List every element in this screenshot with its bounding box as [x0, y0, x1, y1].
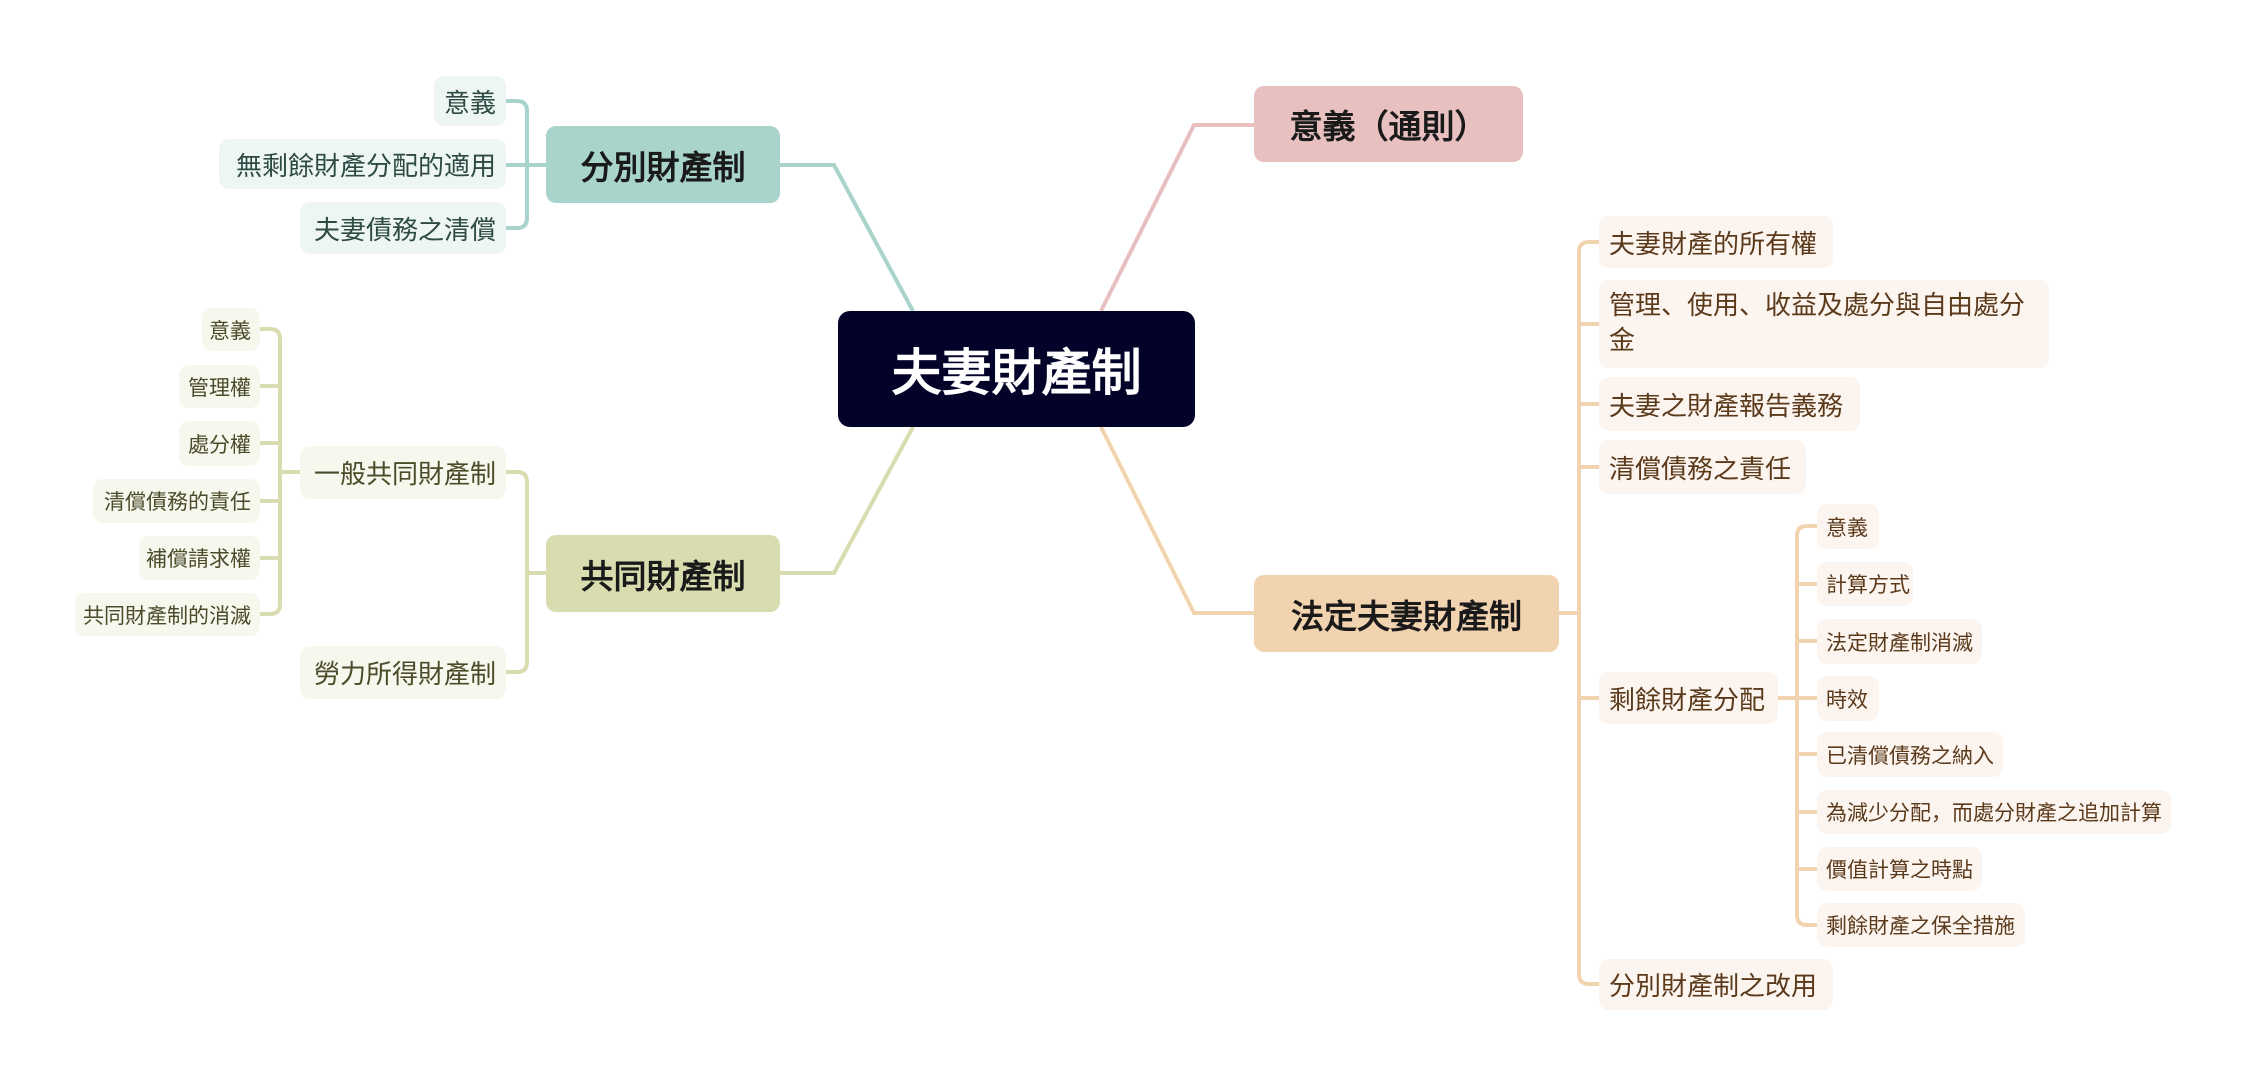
subtopic-ownership[interactable]: 夫妻財產的所有權: [1599, 216, 1833, 268]
statutory-connectors: [1099, 240, 1817, 986]
leaf-disposal-right[interactable]: 處分權: [179, 421, 260, 466]
subtopic-debt-responsibility[interactable]: 清償債務之責任: [1599, 440, 1806, 494]
leaf-compensation-claim[interactable]: 補償請求權: [139, 536, 260, 580]
topic-statutory-property[interactable]: 法定夫妻財產制: [1254, 575, 1559, 652]
subtopic-management-use[interactable]: 管理、使用、收益及處分與自由處分金: [1599, 280, 2049, 368]
leaf-community-termination[interactable]: 共同財產制的消滅: [75, 593, 260, 636]
leaf-repaid-debt-inclusion[interactable]: 已清償債務之納入: [1817, 732, 2003, 777]
leaf-preservation-measures[interactable]: 剩餘財產之保全措施: [1817, 903, 2025, 947]
topic-community-property[interactable]: 共同財產制: [546, 535, 780, 612]
leaf-debt-liability[interactable]: 清償債務的責任: [93, 479, 260, 523]
community-connectors: [260, 327, 915, 674]
leaf-limitation-period[interactable]: 時效: [1817, 676, 1879, 721]
separate-connectors: [506, 99, 915, 312]
leaf-management-right[interactable]: 管理權: [179, 365, 260, 408]
leaf-surplus-meaning[interactable]: 意義: [1817, 504, 1879, 549]
subtopic-change-to-separate[interactable]: 分別財產制之改用: [1599, 959, 1833, 1010]
subtopic-general-community[interactable]: 一般共同財產制: [300, 446, 506, 499]
subtopic-spouse-debt-repayment[interactable]: 夫妻債務之清償: [300, 202, 506, 254]
topic-separate-property[interactable]: 分別財產制: [546, 126, 780, 203]
leaf-general-meaning[interactable]: 意義: [202, 308, 260, 351]
leaf-statutory-termination[interactable]: 法定財產制消滅: [1817, 619, 1982, 664]
topic-meaning-general[interactable]: 意義（通則）: [1254, 86, 1523, 162]
leaf-additional-calculation[interactable]: 為減少分配，而處分財產之追加計算: [1817, 790, 2171, 834]
subtopic-separate-meaning[interactable]: 意義: [434, 76, 506, 126]
subtopic-report-duty[interactable]: 夫妻之財產報告義務: [1599, 377, 1860, 431]
subtopic-labor-income[interactable]: 勞力所得財產制: [300, 646, 506, 699]
leaf-calculation-method[interactable]: 計算方式: [1817, 562, 1913, 606]
meaning-connector: [1099, 123, 1254, 312]
subtopic-no-surplus-distribution[interactable]: 無剩餘財產分配的適用: [219, 139, 506, 189]
root-topic[interactable]: 夫妻財產制: [838, 311, 1195, 427]
subtopic-surplus-distribution[interactable]: 剩餘財產分配: [1599, 672, 1778, 724]
leaf-valuation-time[interactable]: 價值計算之時點: [1817, 847, 1982, 891]
